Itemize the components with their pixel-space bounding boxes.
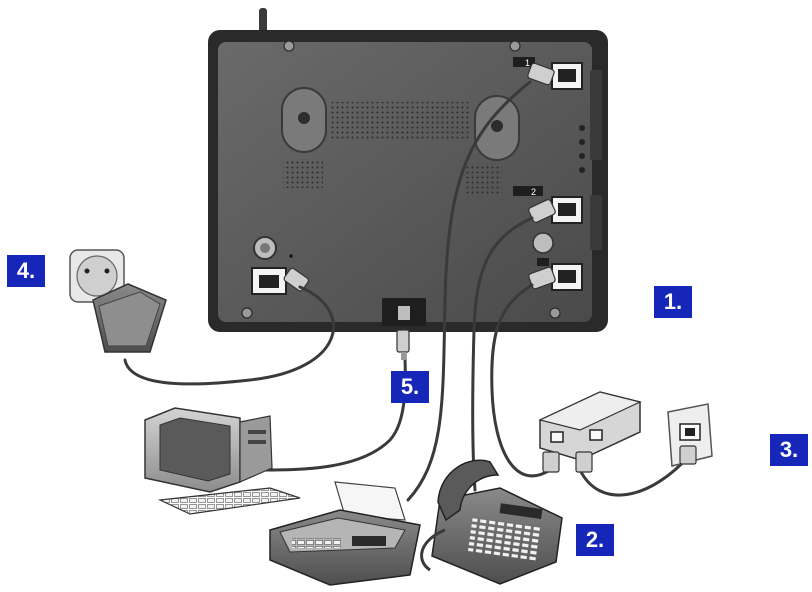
screw-icons [241, 40, 561, 319]
port-2-label: 2 [531, 187, 536, 197]
port-1-label: 1 [525, 58, 530, 68]
speaker-grille [330, 102, 470, 140]
telephone [420, 459, 563, 585]
wall-telephone-socket [667, 403, 713, 467]
plug-port-1 [527, 62, 555, 86]
splitter [538, 391, 642, 473]
cable-telephone [471, 216, 534, 492]
telephone-display [499, 503, 543, 520]
usb-plug [396, 329, 410, 353]
vent-grille-right [466, 165, 502, 195]
monitor-screen [159, 417, 231, 482]
telephone-keypad [467, 517, 543, 561]
step-badge-3: 3. [770, 434, 808, 466]
cable-wall-socket [578, 453, 692, 497]
step-badge-4: 4. [7, 255, 45, 287]
step-badge-1: 1. [654, 286, 692, 318]
base-station: 1 2 [208, 8, 608, 332]
cable-line [490, 283, 552, 478]
power-adapter [69, 249, 167, 353]
plug-port-2 [528, 199, 556, 223]
handset-cord [420, 528, 446, 572]
cables [123, 80, 692, 502]
step-badge-2: 2. [576, 524, 614, 556]
plug-line-port [528, 266, 556, 290]
fax-paper [334, 481, 406, 521]
fax-display [352, 536, 386, 546]
line-port [537, 258, 583, 291]
vent-grille-left [283, 160, 323, 188]
fax-machine [269, 481, 421, 586]
cable-power [123, 285, 336, 386]
telephone-port-2: 2 [513, 186, 583, 254]
cable-usb [260, 328, 407, 472]
cable-fax [406, 80, 532, 502]
step-badge-5: 5. [391, 371, 429, 403]
computer [144, 407, 301, 515]
computer-tower [239, 415, 273, 483]
plug-power-port [283, 267, 310, 292]
computer-keyboard [157, 487, 301, 515]
telephone-handset [437, 459, 500, 522]
